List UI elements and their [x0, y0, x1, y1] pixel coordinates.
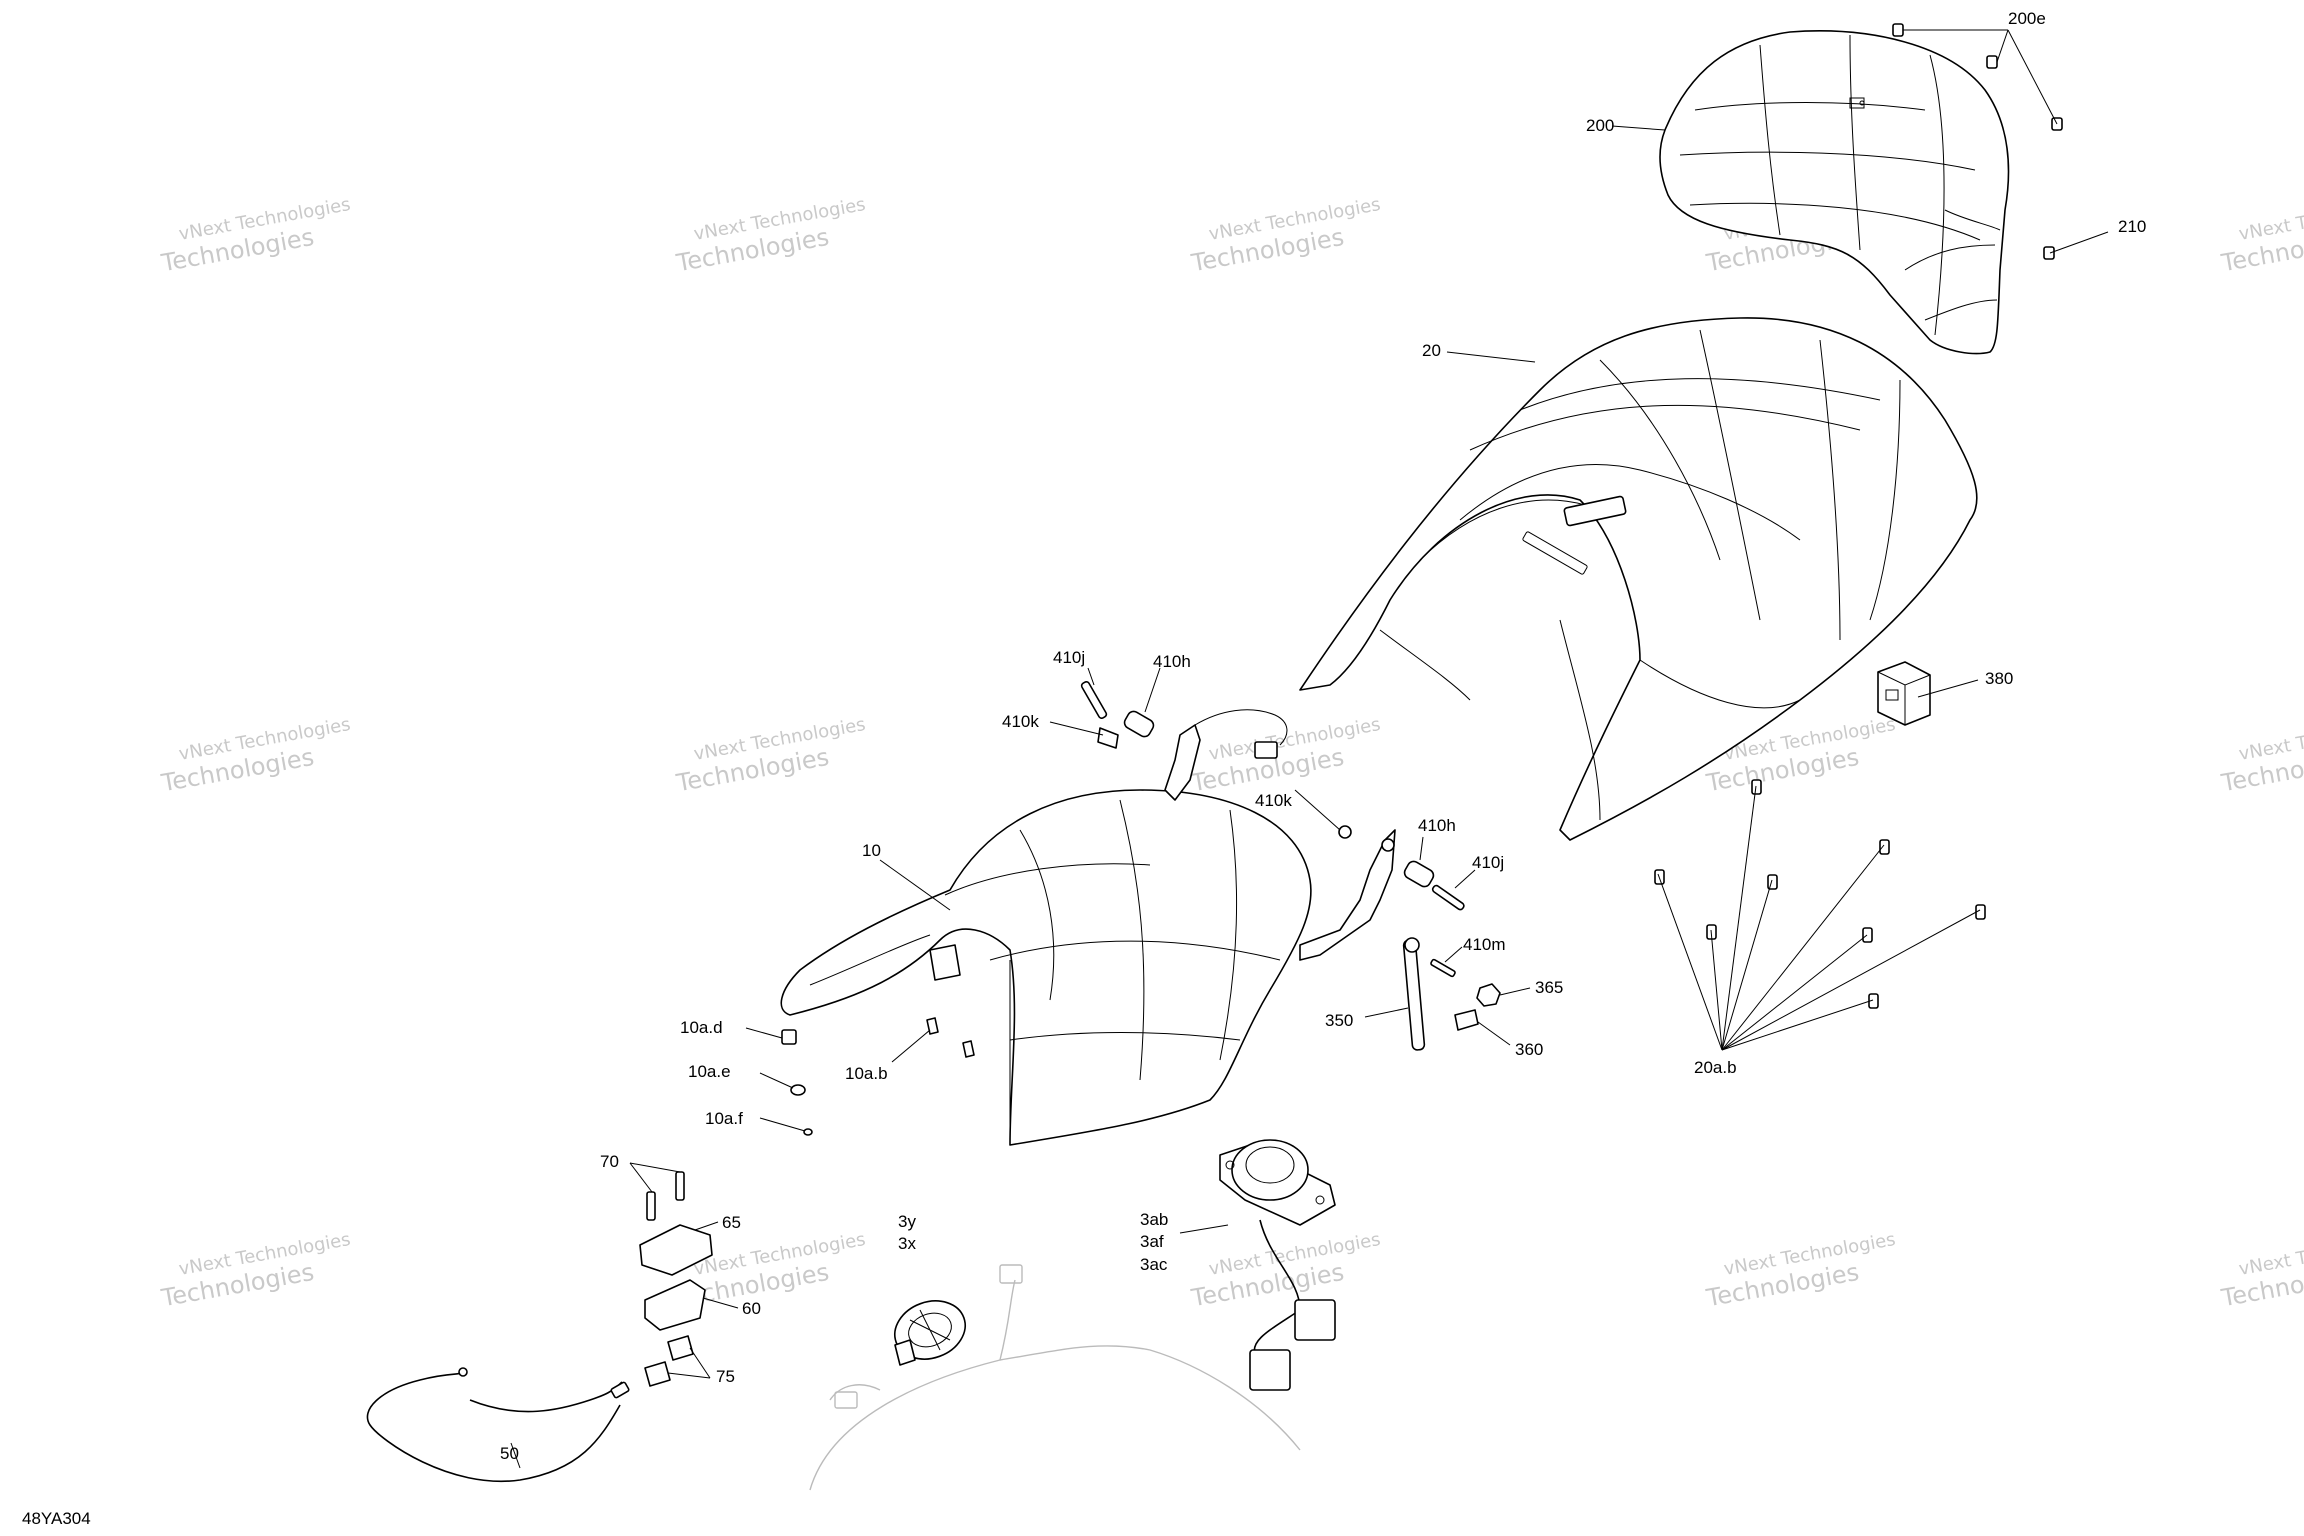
callout-410j-b: 410j: [1472, 853, 1504, 872]
watermark: vNext Technologies Technologies: [1188, 714, 1382, 797]
callout-3ab: 3ab: [1140, 1210, 1168, 1229]
callout-380: 380: [1985, 669, 2013, 688]
callout-360: 360: [1515, 1040, 1543, 1059]
switch-part-380: [1877, 661, 1931, 726]
watermark: vNext Technologies Technologies: [2218, 714, 2304, 797]
leader-lines: [510, 29, 2109, 1469]
bolt-410m: [1430, 958, 1456, 978]
callout-410h-b: 410h: [1418, 816, 1456, 835]
sleeve-410h-b: [1403, 860, 1435, 888]
callout-75: 75: [716, 1367, 735, 1386]
callout-3y: 3y: [898, 1212, 916, 1231]
nut-10af: [803, 1128, 813, 1136]
callout-70: 70: [600, 1152, 619, 1171]
studs-20ab: [1654, 779, 1986, 1009]
pin-410j-a: [1080, 680, 1108, 720]
callout-10ad: 10a.d: [680, 1018, 723, 1037]
callout-10: 10: [862, 841, 881, 860]
screw-200e-b: [1986, 55, 1998, 69]
sleeve-410h-a: [1123, 710, 1155, 738]
backrest-part-200: [1659, 30, 2010, 355]
watermark: vNext Technologies Technologies: [1188, 194, 1382, 277]
sensor-part-3x: [894, 1300, 966, 1366]
hardware-group: [639, 23, 2063, 1387]
callout-20ab: 20a.b: [1694, 1058, 1737, 1077]
callout-210: 210: [2118, 217, 2146, 236]
callout-3ac: 3ac: [1140, 1255, 1168, 1274]
callout-410j-a: 410j: [1053, 648, 1085, 667]
callout-10ae: 10a.e: [688, 1062, 731, 1081]
callout-410h-a: 410h: [1153, 652, 1191, 671]
callout-200e: 200e: [2008, 9, 2046, 28]
bolt-360: [1454, 1009, 1479, 1031]
harness-ghost: [809, 1264, 1301, 1491]
cable-part-50: [366, 1367, 630, 1483]
stud-10ab-b: [962, 1040, 975, 1058]
screw-210: [2043, 246, 2055, 260]
sensor-part-3ab: [1219, 1139, 1336, 1391]
callout-10af: 10a.f: [705, 1109, 743, 1128]
bracket-65: [639, 1224, 713, 1276]
nut-365: [1476, 983, 1501, 1007]
passenger-seat-part-20: [1299, 317, 1978, 841]
watermark: vNext Technologies Technologies: [158, 194, 352, 277]
gas-strut-350: [1402, 939, 1426, 1051]
callout-200: 200: [1586, 116, 1614, 135]
driver-seat-part-10: [780, 789, 1312, 1146]
callout-10ab: 10a.b: [845, 1064, 888, 1083]
latch-bracket-part-410: [1164, 709, 1396, 961]
watermark: vNext Technologies Technologies: [1703, 1229, 1897, 1312]
callout-410k-a: 410k: [1002, 712, 1039, 731]
bolt-70-b: [675, 1171, 685, 1201]
watermark: vNext Technologies Technologies: [2218, 194, 2304, 277]
washer-10ae: [790, 1084, 806, 1096]
watermark: vNext Technologies Technologies: [2218, 1229, 2304, 1312]
pin-410j-b: [1431, 884, 1465, 911]
callout-3af: 3af: [1140, 1232, 1164, 1251]
clip-75-a: [644, 1361, 671, 1387]
callout-350: 350: [1325, 1011, 1353, 1030]
watermark: vNext Technologies Technologies: [158, 714, 352, 797]
watermark: vNext Technologies Technologies: [673, 714, 867, 797]
watermark: vNext Technologies Technologies: [158, 1229, 352, 1312]
callout-65: 65: [722, 1213, 741, 1232]
callout-365: 365: [1535, 978, 1563, 997]
callout-60: 60: [742, 1299, 761, 1318]
callout-20: 20: [1422, 341, 1441, 360]
callout-410k-b: 410k: [1255, 791, 1292, 810]
callout-410m: 410m: [1463, 935, 1506, 954]
callout-3x: 3x: [898, 1234, 916, 1253]
callout-50: 50: [500, 1444, 519, 1463]
watermark-layer: vNext Technologies Technologies vNext Te…: [158, 194, 2304, 1312]
screw-200e-a: [1892, 23, 1904, 37]
nut-410k-b: [1338, 825, 1352, 839]
callout-labels: 200e 200 210 20 380 410j 410h 410k 410k …: [500, 9, 2146, 1463]
clip-10ad: [781, 1029, 797, 1045]
watermark: vNext Technologies Technologies: [673, 194, 867, 277]
bolt-70-a: [646, 1191, 656, 1221]
drawing-code: 48YA304: [22, 1509, 91, 1528]
clip-75-b: [667, 1335, 694, 1361]
bracket-60: [644, 1279, 706, 1331]
clip-410k-a: [1097, 727, 1119, 749]
